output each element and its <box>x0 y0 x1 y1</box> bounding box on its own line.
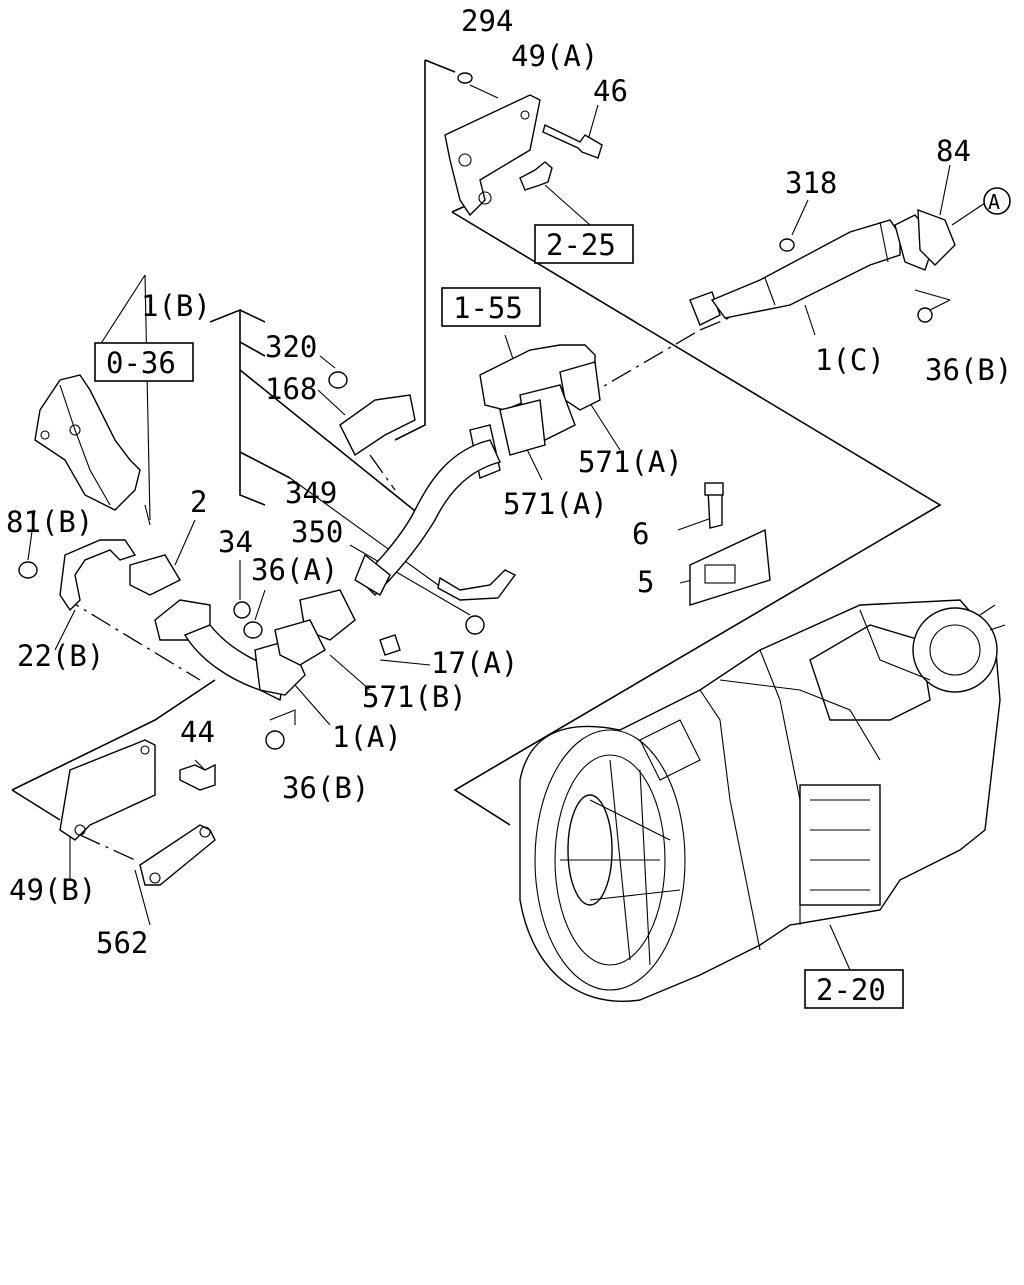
label-562: 562 <box>96 926 148 960</box>
bracket-22b <box>18 539 137 612</box>
front-pipe-1b <box>354 424 501 596</box>
label-168: 168 <box>265 372 317 406</box>
label-a: A <box>988 190 1000 214</box>
transmission <box>519 599 1006 1002</box>
turbo-outlet <box>479 344 601 456</box>
label-571a-2: 571(A) <box>503 487 608 521</box>
bracket-168 <box>328 371 416 457</box>
label-350: 350 <box>291 515 343 549</box>
label-17a: 17(A) <box>431 646 518 680</box>
label-2: 2 <box>190 485 207 519</box>
label-plate-5 <box>689 482 771 606</box>
label-1b: 1(B) <box>141 289 211 323</box>
ref-box-2-20 <box>804 969 904 1009</box>
ref-2-20: 2-20 <box>816 973 886 1007</box>
reference-boxes <box>94 187 1011 1009</box>
label-49b: 49(B) <box>9 873 96 907</box>
label-36b-bottom: 36(B) <box>282 771 369 805</box>
exhaust-pipe-1c <box>689 208 956 326</box>
label-44: 44 <box>180 715 215 749</box>
label-84: 84 <box>936 134 971 168</box>
bolt-46 <box>542 124 603 159</box>
label-349: 349 <box>285 476 337 510</box>
label-36b-top: 36(B) <box>925 353 1012 387</box>
part-labels: 294 49(A) 46 84 318 A 1(B) 320 168 0-36 … <box>6 4 1012 1007</box>
label-571b: 571(B) <box>362 680 467 714</box>
bolt-2-25 <box>519 161 553 191</box>
bracket-49b <box>59 739 216 886</box>
ref-box-2-25 <box>534 224 634 264</box>
clamp-349 <box>437 569 517 635</box>
bracket-49a <box>444 72 541 217</box>
label-318: 318 <box>785 166 837 200</box>
label-571a-1: 571(A) <box>578 445 683 479</box>
label-81b: 81(B) <box>6 505 93 539</box>
label-1c: 1(C) <box>815 343 885 377</box>
label-49a: 49(A) <box>511 39 598 73</box>
ref-2-25: 2-25 <box>546 228 616 262</box>
label-294: 294 <box>461 4 513 38</box>
label-6: 6 <box>632 517 649 551</box>
ref-circle-a <box>983 187 1011 215</box>
ref-1-55: 1-55 <box>453 291 523 325</box>
label-22b: 22(B) <box>17 639 104 673</box>
y-pipe-1a <box>129 554 401 750</box>
label-5: 5 <box>637 565 654 599</box>
label-46: 46 <box>593 74 628 108</box>
label-1a: 1(A) <box>332 720 402 754</box>
ref-0-36: 0-36 <box>106 346 176 380</box>
exhaust-manifold <box>34 374 151 526</box>
ref-box-0-36 <box>94 342 194 382</box>
label-34: 34 <box>218 525 253 559</box>
label-320: 320 <box>265 330 317 364</box>
label-36a: 36(A) <box>251 553 338 587</box>
ref-box-1-55 <box>441 287 541 327</box>
